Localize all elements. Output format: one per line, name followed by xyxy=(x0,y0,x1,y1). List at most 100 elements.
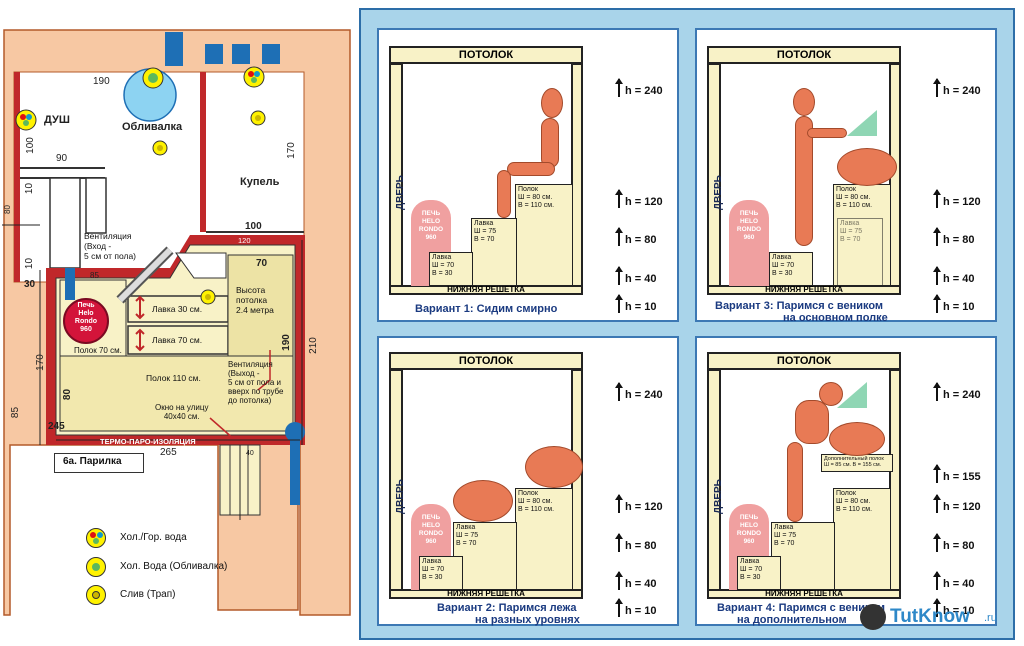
height-240: h = 240 xyxy=(615,382,663,401)
dim-85a: 85 xyxy=(90,271,99,280)
watermark-suffix: .ru xyxy=(984,612,997,624)
plan-title-box: 6а. Парилка xyxy=(54,453,144,473)
person-body xyxy=(795,116,813,246)
watermark-brand: TutKnow xyxy=(890,606,970,627)
door-label: ДВЕРЬ xyxy=(713,479,724,514)
dim-90: 90 xyxy=(56,153,68,164)
height-10: h = 10 xyxy=(933,294,975,313)
dim-80a: 80 xyxy=(2,205,12,214)
variant-4-caption-l1: Вариант 4: Паримся с веником xyxy=(717,602,886,614)
dim-10b: 10 xyxy=(24,257,36,270)
label-douse: Обливалка xyxy=(122,121,183,133)
bench-mid: Лавка Ш = 75 В = 70 xyxy=(837,218,883,286)
label-bench-70: Лавка 70 см. xyxy=(152,335,203,345)
stove: ПЕЧЬ HELO RONDO 960 xyxy=(411,200,451,286)
variant-1-caption: Вариант 1: Сидим смирно xyxy=(415,303,558,315)
dim-190b: 190 xyxy=(280,334,292,351)
height-240: h = 240 xyxy=(615,78,663,97)
height-40: h = 40 xyxy=(933,266,975,285)
bench-mid: Лавка Ш = 75 В = 70 xyxy=(771,522,835,590)
dim-120: 120 xyxy=(238,236,251,245)
person-leg xyxy=(497,170,511,218)
legend-cold-label: Хол. Вода (Обливалка) xyxy=(120,561,228,572)
bench-low: Лавка Ш = 70 В = 30 xyxy=(429,252,473,286)
legend-hot-cold-label: Хол./Гор. вода xyxy=(120,532,187,543)
label-shower: ДУШ xyxy=(44,114,70,126)
dim-170b: 170 xyxy=(34,354,46,371)
height-10: h = 10 xyxy=(933,598,975,617)
dim-76: 76 xyxy=(163,241,171,248)
variant-3-panel: ПОТОЛОК НИЖНЯЯ РЕШЕТКА ДВЕРЬ ПЕЧЬ HELO R… xyxy=(695,28,997,324)
bench-mid: Лавка Ш = 75 В = 70 xyxy=(453,522,517,590)
label-plunge: Купель xyxy=(240,176,280,188)
height-120: h = 120 xyxy=(933,494,981,513)
lying-person-upper xyxy=(525,446,583,488)
height-120: h = 120 xyxy=(615,494,663,513)
watermark: TutKnow .ru xyxy=(860,604,1010,634)
person-head xyxy=(541,88,563,118)
floor-plan-drawing xyxy=(2,29,351,616)
shelf: Полок Ш = 80 см. В = 110 см. xyxy=(515,184,573,286)
label-insulation: ТЕРМО-ПАРО-ИЗОЛЯЦИЯ xyxy=(100,437,196,446)
variant-3-caption-l2: на основном полке xyxy=(783,312,888,324)
person-arm xyxy=(807,128,847,138)
drain-icon xyxy=(86,585,106,605)
floor-plan: ДУШ Обливалка Купель Вентиляция (Вход - … xyxy=(0,0,355,646)
extra-shelf: Дополнительный полок Ш = 85 см. В = 155 … xyxy=(821,454,893,472)
dim-100a: 100 xyxy=(24,137,36,154)
dim-70: 70 xyxy=(256,258,268,269)
height-10: h = 10 xyxy=(615,294,657,313)
dim-85b: 85 xyxy=(10,406,22,419)
label-shelf-110: Полок 110 см. xyxy=(146,373,201,383)
door-label: ДВЕРЬ xyxy=(713,175,724,210)
dim-170a: 170 xyxy=(285,142,297,159)
ceiling-bar: ПОТОЛОК xyxy=(707,352,901,370)
person-head xyxy=(793,88,815,116)
label-shelf-70: Полок 70 см. xyxy=(74,346,122,355)
plan-title: 6а. Парилка xyxy=(63,456,122,467)
person-torso xyxy=(541,118,559,168)
dim-80b: 80 xyxy=(62,388,74,401)
shelf: Полок Ш = 80 см. В = 110 см. xyxy=(833,488,891,590)
label-stove: Печь Helo Rondo 960 xyxy=(74,302,98,333)
height-10: h = 10 xyxy=(615,598,657,617)
ceiling-bar: ПОТОЛОК xyxy=(389,352,583,370)
variant-4-panel: ПОТОЛОК НИЖНЯЯ РЕШЕТКА ДВЕРЬ ПЕЧЬ HELO R… xyxy=(695,336,997,626)
hot-cold-water-icon xyxy=(86,528,106,548)
person-leg xyxy=(787,442,803,522)
label-vent-out: Вентиляция (Выход - 5 см от пола и вверх… xyxy=(228,360,284,405)
dim-190: 190 xyxy=(93,76,110,87)
bench-low: Лавка Ш = 70 В = 30 xyxy=(419,556,463,590)
bench-low: Лавка Ш = 70 В = 30 xyxy=(769,252,813,286)
person-thigh xyxy=(507,162,555,176)
label-ceiling-height: Высота потолка 2.4 метра xyxy=(236,285,274,315)
bench-low: Лавка Ш = 70 В = 30 xyxy=(737,556,781,590)
legend: Хол./Гор. вода Хол. Вода (Обливалка) Сли… xyxy=(86,525,286,605)
height-120: h = 120 xyxy=(933,189,981,208)
legend-drain-label: Слив (Трап) xyxy=(120,589,176,600)
lying-person-lower xyxy=(453,480,513,522)
door-label: ДВЕРЬ xyxy=(395,175,406,210)
variant-3-caption-l1: Вариант 3: Паримся с веником xyxy=(715,300,884,312)
broom-icon xyxy=(847,110,877,136)
height-120: h = 120 xyxy=(615,189,663,208)
height-80: h = 80 xyxy=(615,227,657,246)
floor-grate: НИЖНЯЯ РЕШЕТКА xyxy=(707,589,901,599)
dim-245: 245 xyxy=(48,421,65,432)
dim-100b: 100 xyxy=(245,221,262,232)
label-window: Окно на улицу 40х40 см. xyxy=(155,403,209,421)
dim-210: 210 xyxy=(307,337,319,354)
cold-water-icon xyxy=(86,557,106,577)
height-40: h = 40 xyxy=(933,571,975,590)
height-80: h = 80 xyxy=(933,533,975,552)
variant-2-caption-l1: Вариант 2: Паримся лежа xyxy=(437,602,577,614)
height-40: h = 40 xyxy=(615,571,657,590)
label-bench-30: Лавка 30 см. xyxy=(152,304,203,314)
shelf: Полок Ш = 80 см. В = 110 см. xyxy=(515,488,573,590)
height-240: h = 240 xyxy=(933,78,981,97)
stove: ПЕЧЬ HELO RONDO 960 xyxy=(729,200,769,286)
lying-person xyxy=(837,148,897,186)
variant-2-caption-l2: на разных уровнях xyxy=(475,614,580,626)
floor-grate: НИЖНЯЯ РЕШЕТКА xyxy=(707,285,901,295)
bench-mid: Лавка Ш = 75 В = 70 xyxy=(471,218,517,286)
